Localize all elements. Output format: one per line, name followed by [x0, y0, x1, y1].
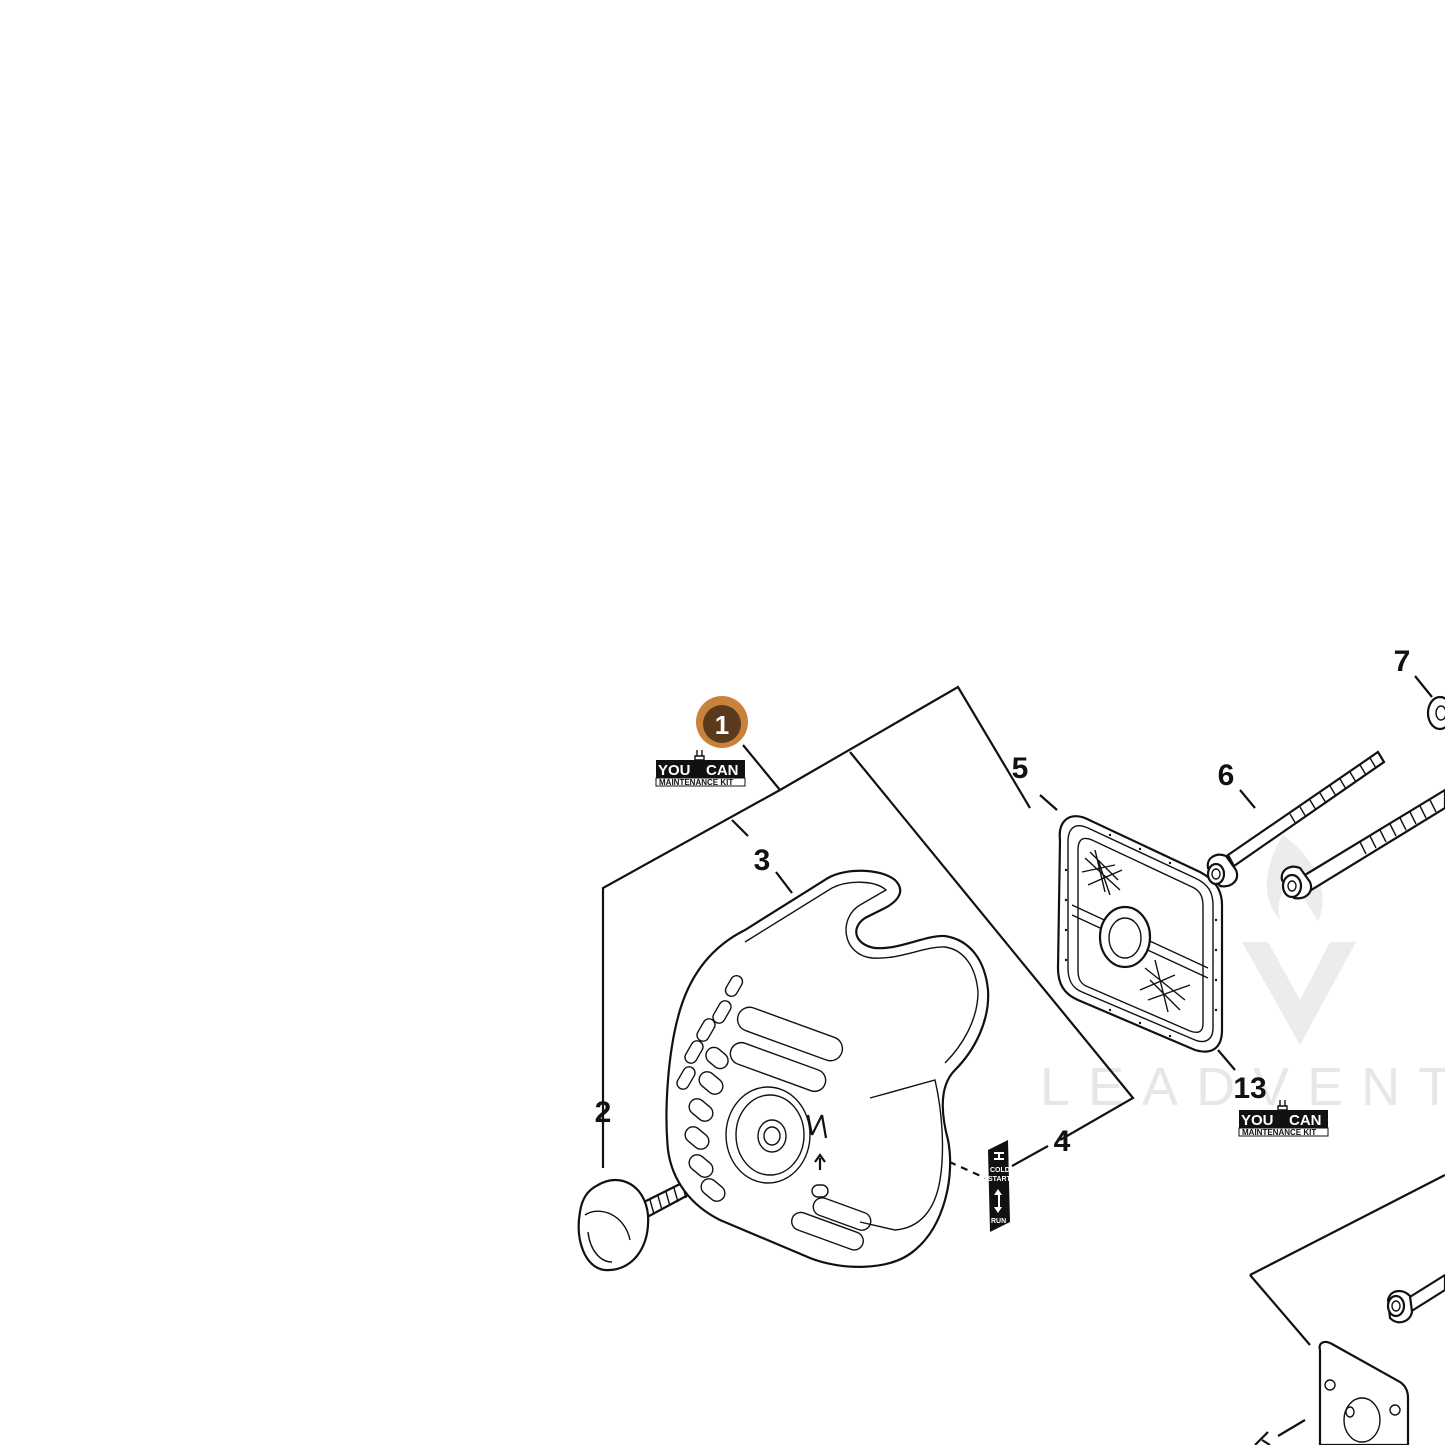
callout-7[interactable]: 7: [1394, 645, 1411, 678]
kit-badge-13-can: CAN: [1289, 1112, 1322, 1129]
kit-badge-13-subtitle: MAINTENANCE KIT: [1242, 1128, 1316, 1137]
leader-7: [1414, 675, 1433, 698]
part-4-decal: COLD START RUN: [988, 1140, 1012, 1232]
cover-center-boss: [725, 1086, 811, 1184]
wrench-icon: [694, 750, 705, 761]
callout-1-badge[interactable]: 1: [696, 696, 748, 748]
choke-symbol-icon: [806, 1114, 828, 1170]
callout-3[interactable]: 3: [754, 844, 771, 877]
leader-1: [742, 744, 781, 791]
callout-1-label: 1: [715, 710, 729, 740]
callout-6[interactable]: 6: [1218, 759, 1235, 792]
decal-text-start: START: [988, 1176, 1012, 1183]
callout-13[interactable]: 13: [1233, 1072, 1266, 1105]
kit-badge-13: YOU CAN MAINTENANCE KIT: [1238, 1100, 1329, 1137]
lower-edge-marks: [1254, 1419, 1306, 1445]
kit-badge-1-you: YOU: [658, 762, 691, 779]
callout-5[interactable]: 5: [1012, 752, 1029, 785]
kit-badge-1: YOU CAN MAINTENANCE KIT: [655, 750, 746, 787]
kit-badge-13-you: YOU: [1241, 1112, 1274, 1129]
callout-4[interactable]: 4: [1054, 1125, 1071, 1158]
filter-mesh-icon: [1081, 849, 1191, 1013]
part-2-knob-screw: [577, 1178, 692, 1272]
part-6-screw-upper: [1206, 750, 1386, 888]
lower-screw: [1386, 1273, 1445, 1324]
bracket-lower: [1249, 1274, 1311, 1346]
bracket-right: [849, 751, 1135, 1141]
part-6-screw-lower: [1280, 788, 1445, 900]
leader-6: [1239, 789, 1256, 809]
decal-text-cold: COLD: [990, 1167, 1010, 1174]
cover-vents: [676, 974, 872, 1251]
bracket-lines: [601, 675, 1445, 1346]
leader-4: [1011, 1145, 1049, 1167]
callout-2[interactable]: 2: [595, 1096, 612, 1129]
leader-3a: [731, 819, 749, 837]
wrench-icon: [1277, 1100, 1288, 1111]
part-5-air-filter: [1056, 815, 1224, 1053]
part-3-filter-cover: [665, 869, 990, 1268]
leader-3b: [775, 871, 793, 894]
decal-text-run: RUN: [991, 1218, 1006, 1225]
bracket-lower-top: [1249, 1174, 1445, 1276]
lower-gasket: [1318, 1340, 1410, 1445]
kit-badge-1-subtitle: MAINTENANCE KIT: [659, 778, 733, 787]
watermark-flame-logo-icon: [1242, 835, 1356, 1045]
filter-dots: [1064, 833, 1218, 1038]
leader-13: [1217, 1049, 1236, 1071]
part-7-washer: [1426, 695, 1445, 731]
leader-5: [1039, 794, 1058, 811]
watermark: LEADVENTU: [1040, 835, 1445, 1117]
kit-badge-1-can: CAN: [706, 762, 739, 779]
